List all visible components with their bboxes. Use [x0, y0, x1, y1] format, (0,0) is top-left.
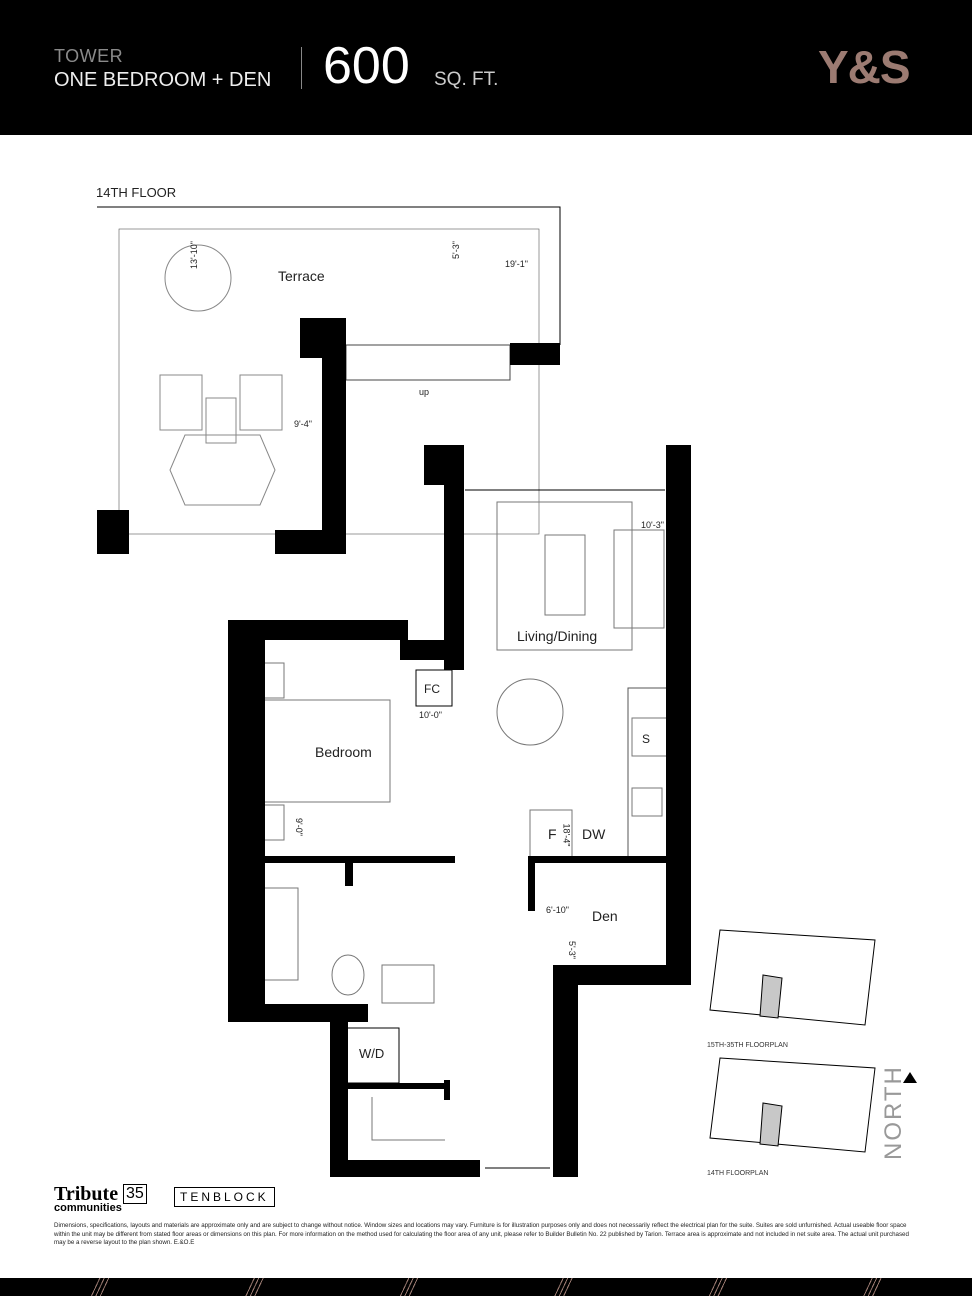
stove: S — [642, 732, 651, 746]
tribute-logo-sub: communities — [54, 1202, 122, 1214]
footer-pattern-bar — [0, 1278, 972, 1296]
north-label: NORTH — [880, 1065, 907, 1160]
dim-living: 10'-3" — [641, 520, 664, 530]
floor-label: 14TH FLOOR — [96, 185, 177, 200]
dishwasher: DW — [582, 826, 606, 842]
dim-terrace-c: 19'-1" — [505, 259, 528, 269]
walls — [97, 318, 691, 1177]
north-arrow-icon — [903, 1072, 917, 1083]
unit-area: 600 — [323, 37, 410, 95]
key-plan-label-upper: 15TH-35TH FLOORPLAN — [707, 1042, 788, 1049]
dim-bedroom-b: 9'-0" — [293, 818, 304, 836]
closet-fc: FC — [424, 682, 440, 696]
dim-kitchen: 18'-4" — [561, 823, 572, 847]
dim-terrace-a: 13'-10" — [188, 241, 199, 269]
header-bar: TOWER ONE BEDROOM + DEN 600 SQ. FT. Y&S — [0, 0, 972, 135]
building-name: TOWER — [54, 46, 124, 66]
stair-up: up — [419, 387, 430, 397]
room-bedroom: Bedroom — [315, 744, 372, 760]
dim-den-b: 5'-3" — [566, 941, 577, 959]
dim-bedroom-a: 10'-0" — [419, 710, 442, 720]
dim-den-a: 6'-10" — [546, 905, 569, 915]
unit-type: ONE BEDROOM + DEN — [54, 69, 272, 91]
key-plan-label-lower: 14TH FLOORPLAN — [707, 1170, 769, 1177]
area-unit: SQ. FT. — [434, 69, 499, 90]
dim-terrace-d: 9'-4" — [294, 419, 312, 429]
key-plan-upper — [709, 929, 876, 1026]
fridge: F — [548, 826, 557, 842]
room-living-dining: Living/Dining — [517, 628, 598, 644]
tribute-logo: Tribute — [54, 1183, 119, 1205]
laundry-wd: W/D — [359, 1046, 385, 1061]
room-den: Den — [592, 908, 618, 924]
tenblock-logo: TENBLOCK — [174, 1187, 275, 1207]
disclaimer: Dimensions, specifications, layouts and … — [54, 1222, 909, 1246]
terrace-outline — [97, 206, 561, 345]
tribute-years-badge: 35 — [123, 1184, 147, 1204]
room-terrace: Terrace — [278, 268, 325, 284]
key-plan-lower — [709, 1057, 876, 1153]
brand-logo: Y&S — [818, 41, 911, 93]
header-divider — [301, 47, 302, 89]
dim-terrace-b: 5'-3" — [450, 241, 461, 259]
